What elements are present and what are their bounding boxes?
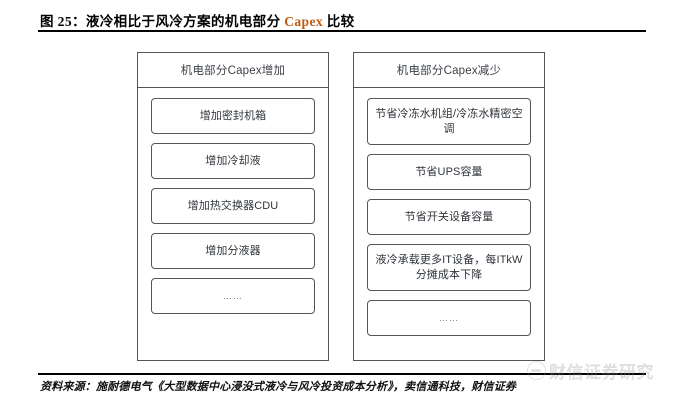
page-title-suffix: 比较 [323, 14, 355, 29]
title-divider [38, 30, 646, 32]
page-title-prefix: 图 25：液冷相比于风冷方案的机电部分 [40, 14, 285, 29]
panel-decrease-header: 机电部分Capex减少 [354, 53, 544, 88]
page-title-accent: Capex [284, 14, 323, 29]
page-title: 图 25：液冷相比于风冷方案的机电部分 Capex 比较 [40, 10, 355, 30]
panel-increase-body: 增加密封机箱 增加冷却液 增加热交换器CDU 增加分液器 …… [138, 88, 328, 314]
panel-increase-header: 机电部分Capex增加 [138, 53, 328, 88]
list-item: 增加冷却液 [151, 143, 315, 179]
panel-capex-decrease: 机电部分Capex减少 节省冷冻水机组/冷冻水精密空调 节省UPS容量 节省开关… [353, 52, 545, 361]
comparison-diagram: 机电部分Capex增加 增加密封机箱 增加冷却液 增加热交换器CDU 增加分液器… [0, 36, 684, 366]
panel-capex-increase: 机电部分Capex增加 增加密封机箱 增加冷却液 增加热交换器CDU 增加分液器… [137, 52, 329, 361]
list-item: 增加分液器 [151, 233, 315, 269]
panel-decrease-body: 节省冷冻水机组/冷冻水精密空调 节省UPS容量 节省开关设备容量 液冷承载更多I… [354, 88, 544, 336]
list-item: 节省开关设备容量 [367, 199, 531, 235]
list-item-ellipsis: …… [367, 300, 531, 336]
list-item: 节省UPS容量 [367, 154, 531, 190]
list-item-ellipsis: …… [151, 278, 315, 314]
list-item: 液冷承载更多IT设备，每ITkW分摊成本下降 [367, 244, 531, 291]
list-item: 节省冷冻水机组/冷冻水精密空调 [367, 98, 531, 145]
list-item: 增加热交换器CDU [151, 188, 315, 224]
source-note: 资料来源：施耐德电气《大型数据中心浸没式液冷与风冷投资成本分析》，卖信通科技，财… [40, 381, 517, 393]
footer-divider [38, 373, 646, 375]
list-item: 增加密封机箱 [151, 98, 315, 134]
